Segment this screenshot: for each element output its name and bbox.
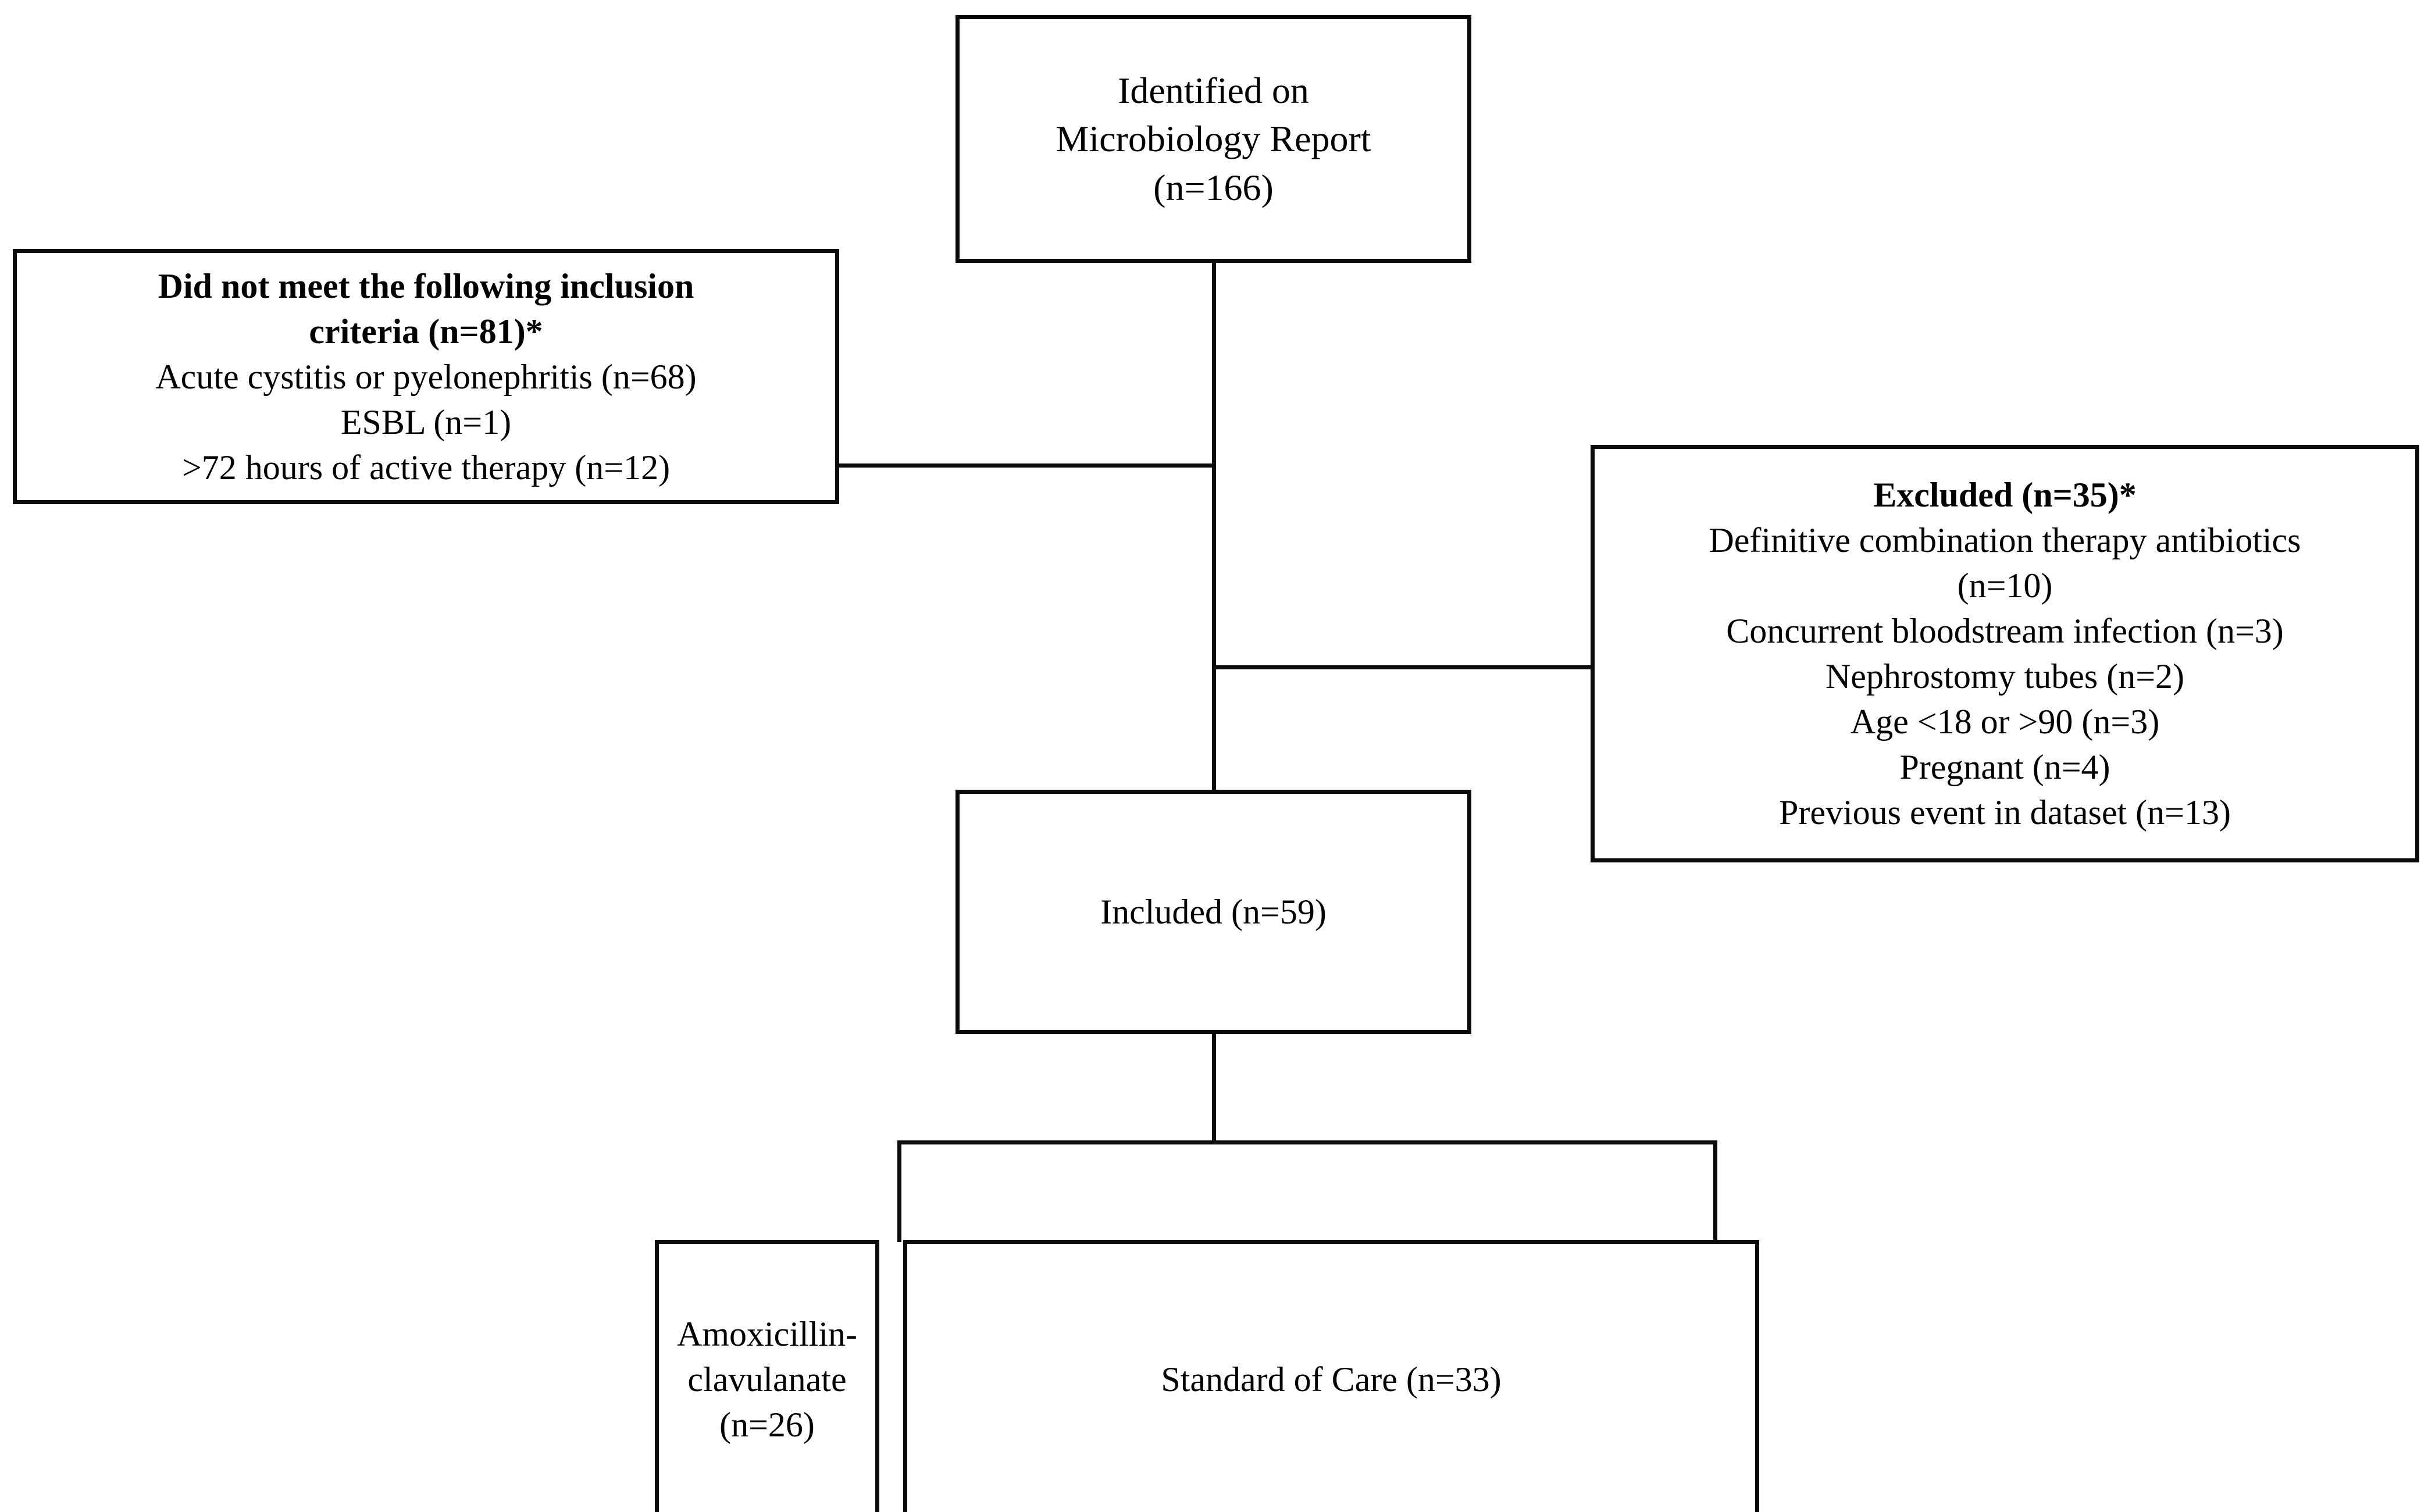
connector-fork-horizontal: [897, 1140, 1717, 1144]
connector-to-not-met-horizontal: [836, 463, 1216, 468]
node-did-not-meet-inclusion-criteria: Did not meet the following inclusion cri…: [13, 249, 839, 504]
node-included-line1: Included (n=59): [1100, 893, 1327, 931]
node-excluded-item-1: (n=10): [1957, 566, 2053, 605]
node-excluded-item-2: Concurrent bloodstream infection (n=3): [1726, 612, 2284, 650]
node-included: Included (n=59): [955, 790, 1471, 1034]
node-excluded-item-4: Age <18 or >90 (n=3): [1850, 702, 2160, 741]
node-excluded: Excluded (n=35)* Definitive combination …: [1591, 445, 2419, 862]
node-not-met-item-1: ESBL (n=1): [340, 402, 512, 441]
node-not-met-item-2: >72 hours of active therapy (n=12): [181, 448, 671, 487]
node-standard-of-care: Standard of Care (n=33): [903, 1240, 1759, 1512]
node-soc-line1: Standard of Care (n=33): [1161, 1360, 1502, 1399]
node-excluded-item-3: Nephrostomy tubes (n=2): [1825, 657, 2185, 696]
node-not-met-heading-line2: criteria (n=81)*: [309, 312, 543, 351]
connector-included-stem-vertical: [1212, 1034, 1216, 1144]
node-excluded-text: Excluded (n=35)* Definitive combination …: [1595, 472, 2415, 835]
connector-spine-vertical: [1212, 263, 1216, 790]
connector-fork-right-arm-vertical: [1713, 1140, 1717, 1242]
node-identified-text: Identified on Microbiology Report (n=166…: [960, 66, 1467, 212]
node-excluded-heading: Excluded (n=35)*: [1873, 476, 2137, 514]
node-not-met-item-0: Acute cystitis or pyelonephritis (n=68): [155, 357, 697, 396]
node-included-text: Included (n=59): [960, 889, 1467, 935]
node-amox-text: Amoxicillin-clavulanate (n=26): [659, 1311, 875, 1447]
connector-fork-left-arm-vertical: [897, 1140, 901, 1242]
node-excluded-item-0: Definitive combination therapy antibioti…: [1709, 521, 2301, 559]
node-identified-line1: Identified on: [1118, 70, 1309, 112]
node-excluded-item-6: Previous event in dataset (n=13): [1779, 793, 2231, 832]
connector-to-excluded-horizontal: [1212, 665, 1594, 669]
node-excluded-item-5: Pregnant (n=4): [1899, 748, 2110, 786]
node-not-met-heading-line1: Did not meet the following inclusion: [158, 266, 694, 305]
node-identified-line3: (n=166): [1153, 166, 1274, 208]
node-amox-line1: Amoxicillin-clavulanate: [677, 1315, 857, 1399]
node-amox-line2: (n=26): [719, 1406, 815, 1444]
node-amoxicillin-clavulanate: Amoxicillin-clavulanate (n=26): [655, 1240, 879, 1512]
node-identified-line2: Microbiology Report: [1056, 118, 1371, 160]
node-soc-text: Standard of Care (n=33): [907, 1357, 1755, 1402]
node-not-met-text: Did not meet the following inclusion cri…: [17, 263, 835, 490]
node-identified-on-microbiology-report: Identified on Microbiology Report (n=166…: [955, 15, 1471, 263]
